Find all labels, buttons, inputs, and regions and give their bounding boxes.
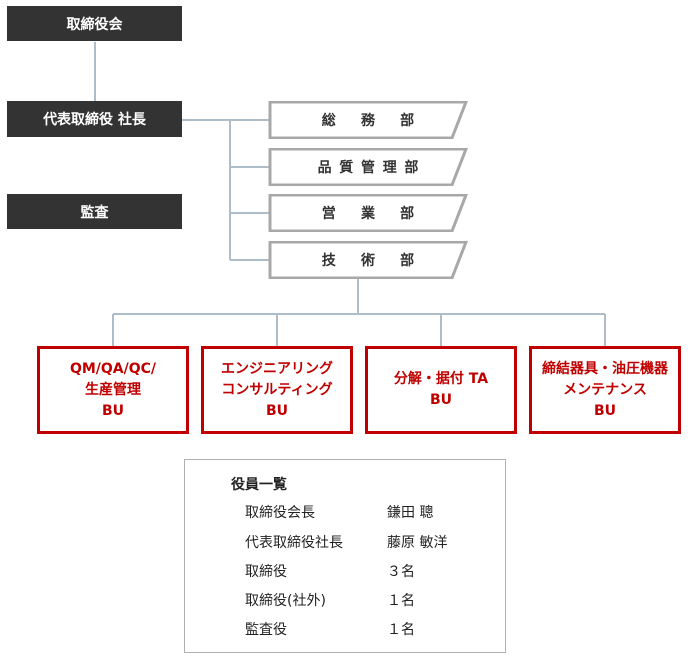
bu-line: 分解・据付 TA: [393, 371, 489, 387]
roster-role: 監査役: [245, 622, 287, 638]
roster-row: 取締役 ３名: [245, 561, 495, 581]
roster-title: 役員一覧: [231, 477, 287, 493]
department-label: 営業部: [321, 206, 440, 222]
bu-engineering-consulting: エンジニアリング コンサルティング BU: [201, 346, 353, 434]
audit-box: 監査: [7, 194, 182, 229]
bu-fastener-hydraulic-maintenance: 締結器具・油圧機器 メンテナンス BU: [529, 346, 681, 434]
bu-line: QM/QA/QC/: [69, 360, 157, 377]
roster-name: 鎌田 聰: [387, 505, 434, 521]
department-general-affairs: 総務部: [268, 101, 468, 139]
department-label: 総務部: [321, 113, 440, 129]
roster-role: 取締役: [245, 564, 287, 580]
roster-name: 藤原 敏洋: [387, 535, 448, 551]
bu-line: BU: [101, 402, 125, 419]
roster-row: 監査役 １名: [245, 619, 495, 639]
president-box: 代表取締役 社長: [7, 101, 182, 137]
roster-role: 代表取締役社長: [245, 535, 343, 551]
roster-row: 取締役会長 鎌田 聰: [245, 502, 495, 522]
bu-qm-qa-qc: QM/QA/QC/ 生産管理 BU: [37, 346, 189, 434]
president-label: 代表取締役 社長: [43, 112, 146, 128]
audit-label: 監査: [80, 204, 109, 221]
officers-roster: 役員一覧 取締役会長 鎌田 聰 代表取締役社長 藤原 敏洋 取締役 ３名 取締役…: [184, 459, 506, 653]
roster-row: 取締役(社外) １名: [245, 590, 495, 610]
board-box: 取締役会: [7, 6, 182, 41]
board-label: 取締役会: [66, 16, 123, 33]
department-label: 品質管理部: [317, 160, 427, 176]
roster-name: ３名: [387, 564, 415, 580]
department-sales: 営業部: [268, 194, 468, 232]
roster-row: 代表取締役社長 藤原 敏洋: [245, 532, 495, 552]
bu-line: 生産管理: [85, 381, 141, 398]
roster-role: 取締役会長: [245, 505, 315, 521]
roster-name: １名: [387, 622, 415, 638]
department-label: 技術部: [321, 253, 440, 269]
bu-line: 締結器具・油圧機器: [542, 360, 668, 377]
bu-disassembly-installation: 分解・据付 TA BU: [365, 346, 517, 434]
department-quality-control: 品質管理部: [268, 148, 468, 186]
department-engineering: 技術部: [268, 241, 468, 279]
bu-line: コンサルティング: [221, 381, 333, 398]
bu-line: エンジニアリング: [221, 360, 333, 377]
bu-line: メンテナンス: [563, 381, 647, 398]
roster-role: 取締役(社外): [245, 593, 326, 609]
bu-line: BU: [429, 392, 453, 408]
bu-line: BU: [265, 402, 289, 419]
roster-name: １名: [387, 593, 415, 609]
bu-line: BU: [593, 402, 617, 419]
